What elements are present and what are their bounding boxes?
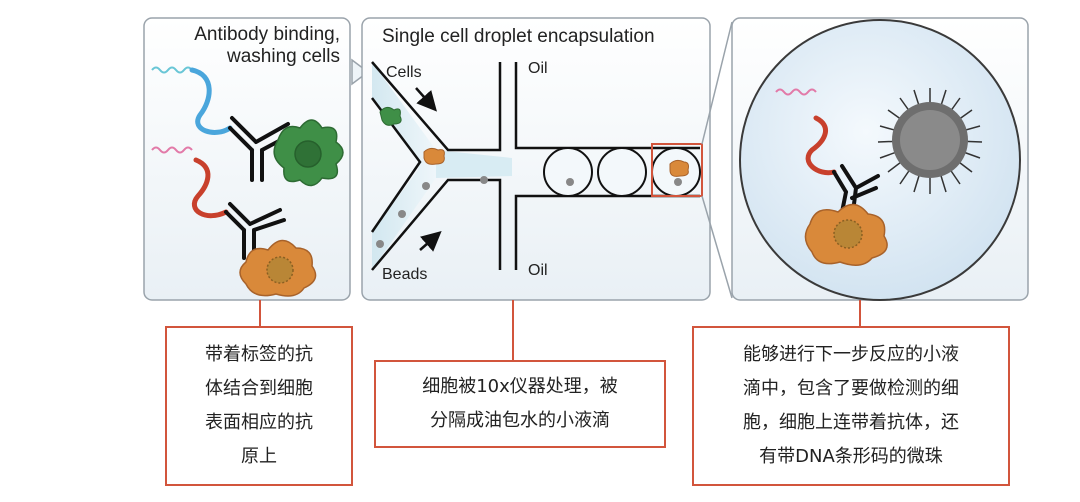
- panel1-title: Antibody binding, washing cells: [194, 24, 340, 67]
- highlight-box: [651, 143, 703, 197]
- droplet-zoomed: [739, 19, 1021, 301]
- antibody-blue-oligo: [151, 66, 294, 182]
- panel-antibody-binding: [143, 17, 351, 301]
- oil-label-bottom: Oil: [528, 262, 548, 279]
- caption-left: 带着标签的抗 体结合到细胞 表面相应的抗 原上: [165, 326, 353, 486]
- oil-label-top: Oil: [528, 60, 548, 77]
- antibody-red-oligo: [151, 146, 286, 260]
- caption-right: 能够进行下一步反应的小液 滴中，包含了要做检测的细 胞，细胞上连带着抗体，还 有…: [692, 326, 1010, 486]
- panel2-title: Single cell droplet encapsulation: [382, 26, 655, 47]
- droplets: [543, 143, 703, 197]
- panel-droplet-zoom: [731, 17, 1029, 301]
- caption-middle: 细胞被10x仪器处理，被 分隔成油包水的小液滴: [374, 360, 666, 448]
- panel-connector: [351, 58, 370, 86]
- cells-label: Cells: [386, 64, 422, 81]
- beads-label: Beads: [382, 266, 428, 283]
- panel-droplet-encapsulation: [361, 17, 711, 301]
